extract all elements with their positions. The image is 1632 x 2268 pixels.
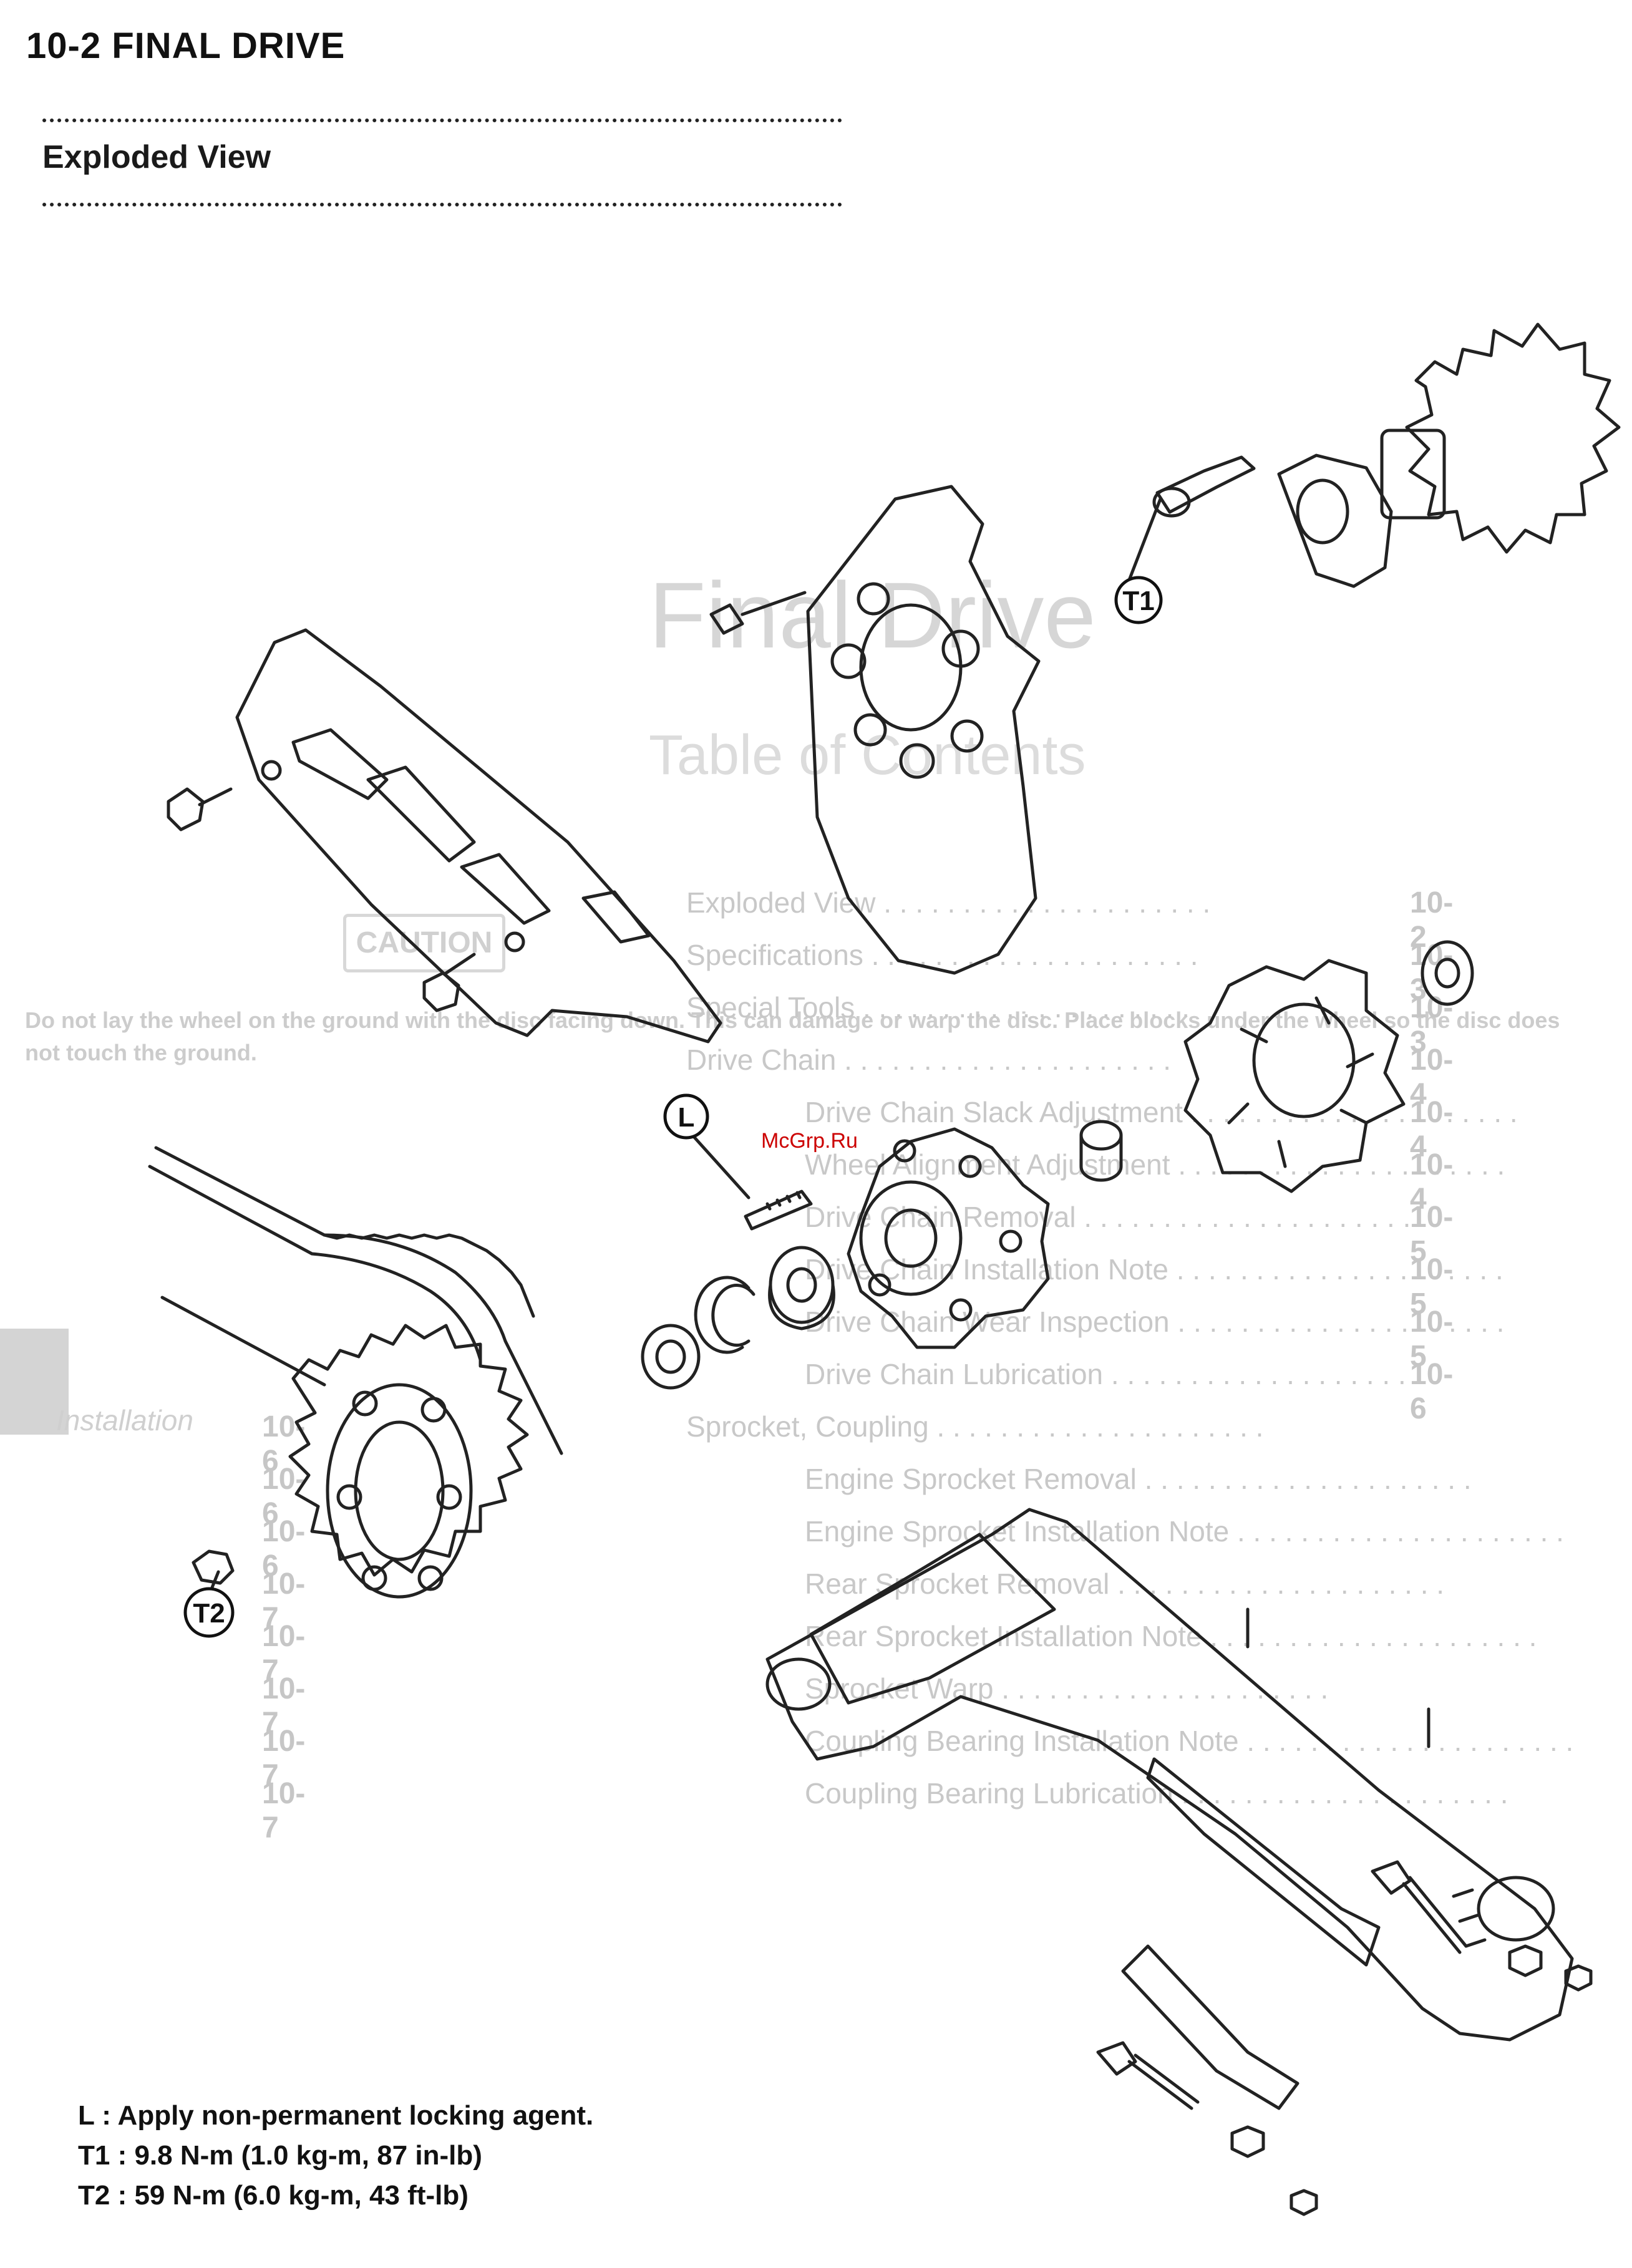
ghost-toc-entry: Drive Chain Wear Inspection . . . . . . … [805,1306,1505,1338]
legend-t1: T1 : 9.8 N-m (1.0 kg-m, 87 in-lb) [78,2140,482,2171]
ghost-toc-entry: Drive Chain . . . . . . . . . . . . . . … [686,1044,1172,1076]
ghost-toc-entry: Special Tools . . . . . . . . . . . . . … [686,991,1190,1024]
ghost-toc-heading: Table of Contents [649,724,1086,787]
section-title: Exploded View [42,139,271,175]
coupling-bearing [768,1246,835,1330]
ghost-toc-page: 10-6 [262,1410,306,1478]
cover-bolt [709,591,807,635]
callout-t2-label: T2 [193,1598,225,1629]
ghost-toc-entry: Engine Sprocket Removal . . . . . . . . … [805,1463,1472,1495]
ghost-toc-entry: Drive Chain Slack Adjustment . . . . . .… [805,1096,1518,1128]
sprocket-coupling [847,1127,1050,1349]
page-title: 10-2 FINAL DRIVE [26,26,346,66]
callout-t1: T1 [1114,576,1163,624]
chain-guard-bolt-lower [422,952,476,1012]
engine-sprocket [1380,322,1621,554]
drive-chain [148,1146,563,1455]
dotted-divider-top [42,119,842,122]
ghost-toc-page: 10-7 [262,1672,306,1740]
ghost-installation-heading: Installation [56,1404,193,1437]
rear-sprocket [288,1324,529,1599]
ghost-toc-page: 10-5 [1410,1253,1454,1321]
lock-washer [1277,453,1393,588]
callout-t2: T2 [183,1587,235,1638]
legend-t2: T2 : 59 N-m (6.0 kg-m, 43 ft-lb) [78,2180,469,2211]
ghost-toc-page: 10-5 [1410,1306,1454,1373]
chain-guard [235,628,722,1044]
ghost-toc-entry: Wheel Alignment Adjustment . . . . . . .… [805,1148,1505,1181]
ghost-toc-page: 10-7 [262,1568,306,1635]
callout-l: L [663,1093,709,1140]
ghost-toc-page: 10-6 [262,1463,306,1530]
adjuster-nuts [1230,1944,1593,2216]
chain-adjuster-upper [1371,1860,1468,1954]
oil-seal [641,1324,701,1390]
torque-legend: L : Apply non-permanent locking agent. T… [78,2096,593,2216]
ghost-toc-page: 10-7 [262,1725,306,1792]
ghost-toc-entry: Engine Sprocket Installation Note . . . … [805,1515,1564,1548]
leader-line-l [691,1133,750,1199]
ghost-toc-entry: Sprocket, Coupling . . . . . . . . . . .… [686,1410,1264,1443]
ghost-toc-page: 10-6 [262,1515,306,1582]
ghost-toc-page: 10-5 [1410,1201,1454,1268]
chain-guard-bolt-upper [167,787,233,831]
ghost-toc-entry: Exploded View . . . . . . . . . . . . . … [686,886,1211,919]
callout-t1-label: T1 [1122,586,1154,616]
rubber-damper [1183,959,1406,1193]
dotted-divider-bottom [42,203,842,206]
ghost-toc-entry: Coupling Bearing Installation Note . . .… [805,1725,1574,1757]
swing-arm [765,1508,1574,2110]
leader-line-t1 [1127,497,1162,582]
leader-line-t2 [210,1570,220,1589]
watermark: McGrp.Ru [761,1129,858,1153]
damper-bearing [1421,940,1474,1006]
engine-sprocket-cover [806,485,1041,975]
ghost-toc-page: 10-6 [1410,1358,1454,1425]
circlip [694,1276,755,1354]
engine-sprocket-bolt [1152,455,1256,518]
ghost-toc-entry: Specifications . . . . . . . . . . . . .… [686,939,1198,971]
ghost-toc-page: 10-7 [262,1777,306,1844]
ghost-toc-page: 10-4 [1410,1148,1454,1216]
ghost-toc-page: 10-4 [1410,1044,1454,1111]
ghost-toc-page: 10-7 [262,1620,306,1687]
ghost-toc-page: 10-2 [1410,886,1454,954]
ghost-toc-entry: Coupling Bearing Lubrication . . . . . .… [805,1777,1508,1810]
ghost-toc-entry: Rear Sprocket Installation Note . . . . … [805,1620,1537,1652]
coupling-collar [1079,1120,1123,1182]
ghost-caution-note: Do not lay the wheel on the ground with … [25,1007,1560,1065]
ghost-toc-entry: Drive Chain Removal . . . . . . . . . . … [805,1201,1411,1233]
chain-adjuster-lower [1096,2041,1200,2110]
ghost-toc-entry: Drive Chain Lubrication . . . . . . . . … [805,1358,1438,1390]
sprocket-nut [192,1549,235,1585]
legend-l: L : Apply non-permanent locking agent. [78,2100,594,2131]
callout-l-label: L [678,1102,695,1133]
chapter-tab [0,1329,69,1435]
ghost-toc-entry: Drive Chain Installation Note . . . . . … [805,1253,1503,1286]
coupling-stud [744,1190,813,1231]
ghost-toc-page: 10-4 [1410,1096,1454,1163]
